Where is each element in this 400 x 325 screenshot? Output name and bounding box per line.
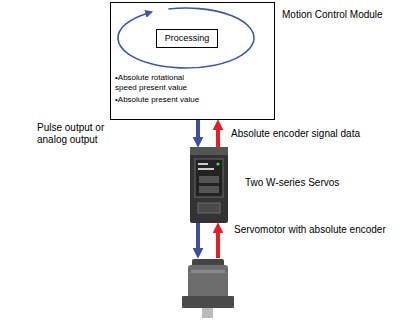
servo-body — [190, 147, 228, 223]
servo-label: Two W-series Servos — [245, 177, 339, 189]
motor-body — [188, 265, 228, 298]
signal-arrow — [196, 223, 200, 250]
signal-arrow — [216, 128, 220, 147]
servo-drive-picture — [190, 147, 228, 223]
servo-led — [216, 162, 219, 165]
servo-top — [190, 147, 228, 155]
value-bullet: •Absolute rotational speed present value — [115, 73, 207, 92]
motor-rib — [191, 270, 225, 273]
process-box: Processing — [156, 29, 219, 48]
signal-arrow — [196, 120, 200, 139]
value-bullet: •Absolute present value — [115, 95, 225, 105]
process-label: Processing — [165, 33, 210, 44]
servo-terminal — [198, 203, 220, 213]
servomotor-picture — [182, 259, 234, 318]
motor-shaft — [202, 308, 213, 318]
servo-connector — [199, 176, 219, 183]
signal-label: Pulse output or analog output — [36, 122, 112, 146]
servomotor: Servomotor with absolute encoder — [176, 258, 234, 320]
module-heading: Motion Control Module — [282, 9, 383, 21]
servo-panel — [195, 159, 223, 197]
servo-marking — [198, 168, 214, 170]
module-box: Motion Control Module•Absolute rotationa… — [110, 2, 275, 120]
module-ground — [110, 2, 275, 120]
loop-arrow — [118, 8, 254, 68]
servo-marking — [198, 163, 208, 165]
signal-label: Absolute encoder signal data — [230, 128, 361, 140]
servo-connector — [199, 186, 219, 193]
motor-label: Servomotor with absolute encoder — [234, 224, 386, 236]
servo-drive: Two W-series Servos — [190, 147, 228, 223]
motor-flange — [182, 296, 234, 308]
signal-arrow — [216, 231, 220, 258]
